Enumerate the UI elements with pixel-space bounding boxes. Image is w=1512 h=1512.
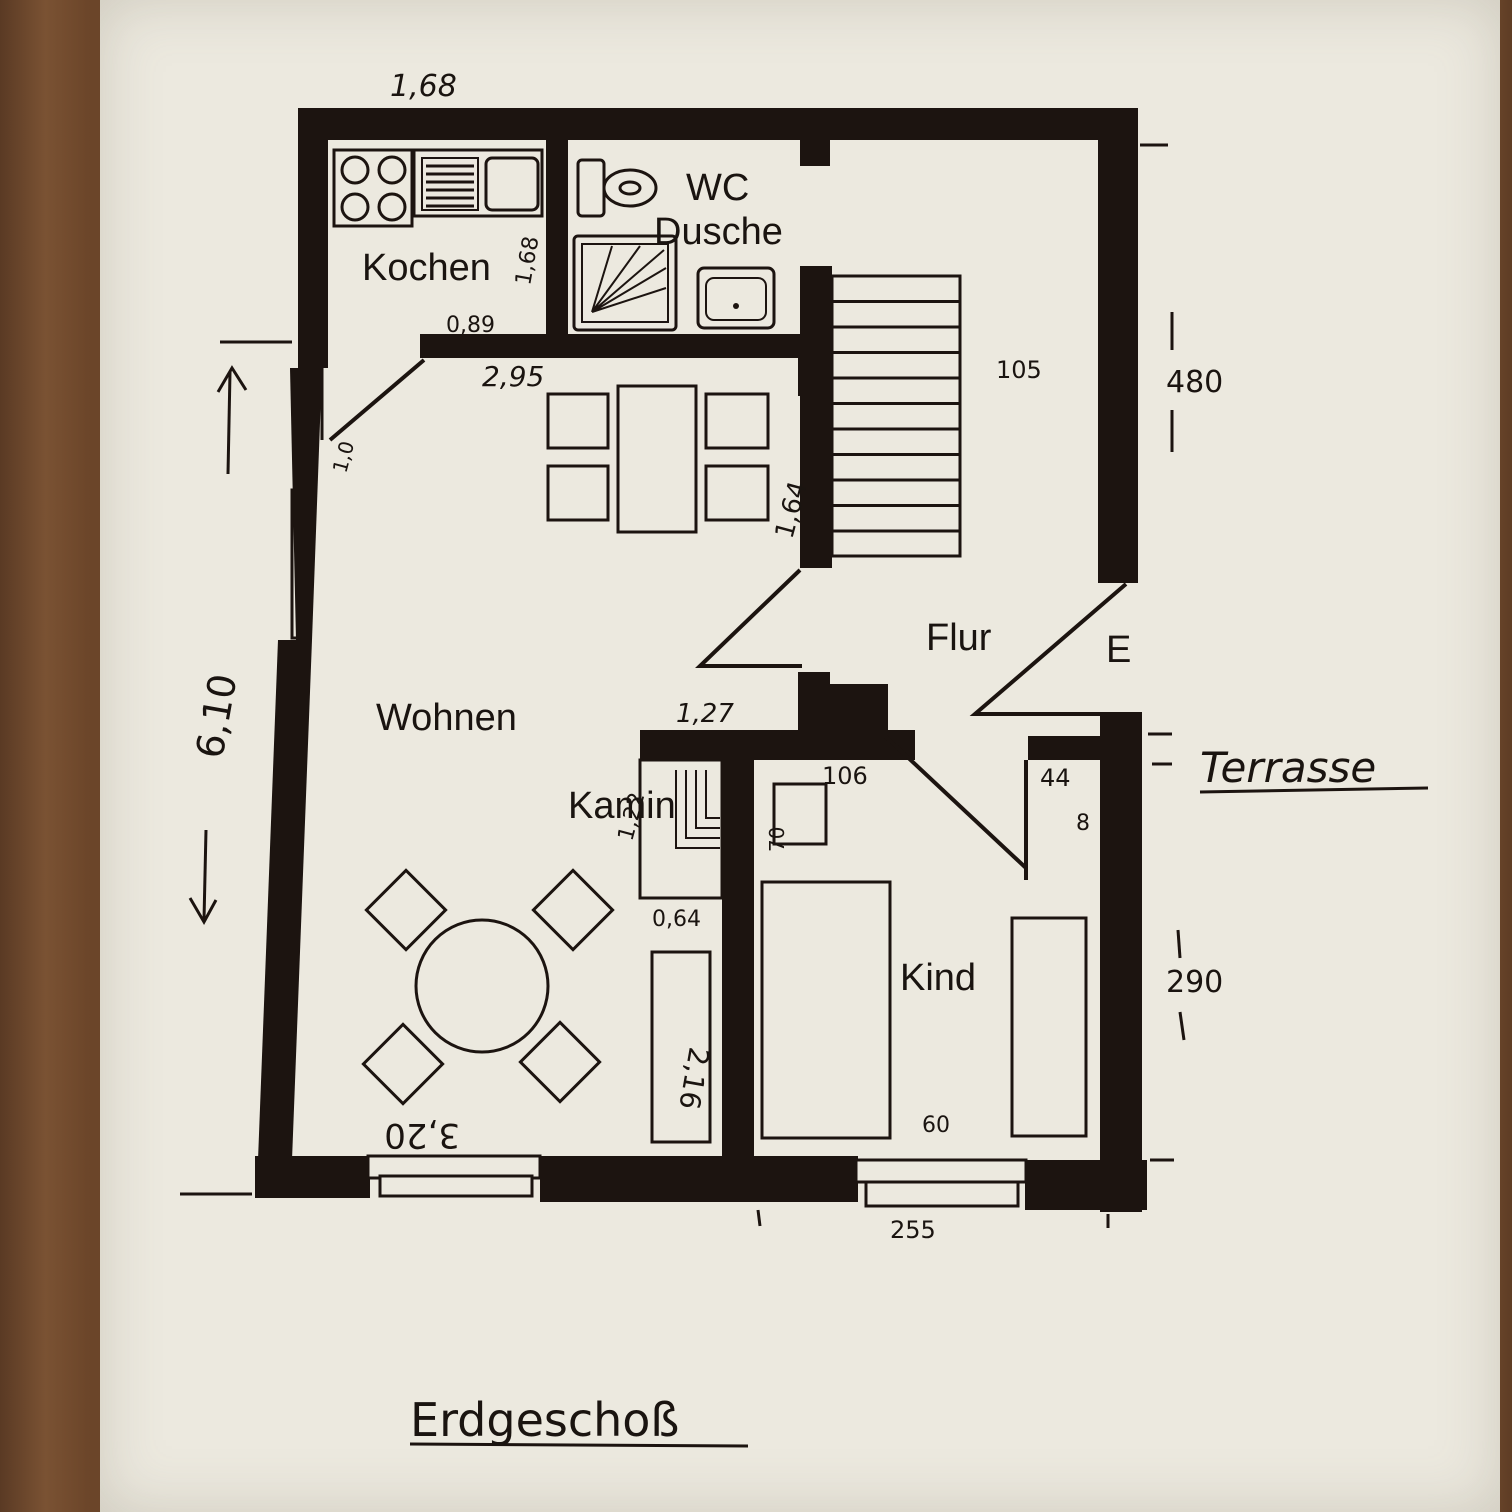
stove-icon [332, 148, 414, 228]
dim-bottom-width: 255 [890, 1216, 936, 1244]
kind-furniture [760, 782, 1088, 1140]
round-table-icon [361, 868, 615, 1106]
inner-walls [420, 138, 1108, 1160]
dim-kind-small-b: 8 [1076, 811, 1090, 836]
toilet-icon [576, 158, 658, 218]
outer-walls [255, 108, 1147, 1212]
dim-kind-door: 106 [822, 762, 868, 790]
fireplace-icon [638, 758, 724, 900]
room-label-e: E [1106, 629, 1131, 671]
room-label-kind: Kind [900, 957, 976, 999]
dim-door-width: 1,0 [328, 438, 359, 475]
room-label-kochen: Kochen [362, 247, 491, 289]
room-label-flur: Flur [926, 617, 992, 659]
terrasse-label: Terrasse [1200, 743, 1376, 792]
room-label-dusche: Dusche [654, 211, 783, 253]
dim-living-width: 3,20 [384, 1115, 460, 1155]
dimension-lines [180, 143, 1429, 1448]
floor-title: Erdgeschoß [410, 1393, 679, 1447]
dining-table-icon [546, 384, 770, 534]
staircase-icon [830, 274, 962, 558]
shower-icon [572, 234, 678, 332]
dim-right-lower: 290 [1166, 965, 1223, 1000]
dim-kitchen-width: 0,89 [446, 313, 495, 338]
dim-kind-small-c: 70 [765, 827, 789, 852]
dim-dining-width: 2,95 [482, 360, 544, 393]
dim-stair-width: 105 [996, 356, 1042, 384]
dim-kind-small-a: 44 [1040, 764, 1071, 792]
dim-left-height: 6,10 [188, 671, 246, 762]
dim-hall-opening: 1,27 [676, 699, 734, 729]
windows [366, 1154, 1028, 1208]
room-label-wohnen: Wohnen [376, 697, 517, 739]
washbasin-icon [696, 266, 776, 330]
dim-kamin-width: 0,64 [652, 907, 701, 932]
room-label-kamin: Kamin [568, 785, 676, 827]
room-label-wc: WC [686, 167, 749, 209]
dim-kitchen-height: 1,68 [511, 234, 544, 287]
door-swings [290, 358, 1128, 880]
shelf-icon [650, 950, 712, 1144]
sink-icon [412, 148, 544, 218]
dim-bed-gap: 60 [922, 1113, 950, 1138]
dimension-labels: 1,68 1,68 0,89 2,95 105 480 1,0 1,64 6,1… [188, 69, 1224, 1244]
dim-top-width: 1,68 [390, 69, 457, 104]
dim-right-upper: 480 [1166, 365, 1223, 400]
